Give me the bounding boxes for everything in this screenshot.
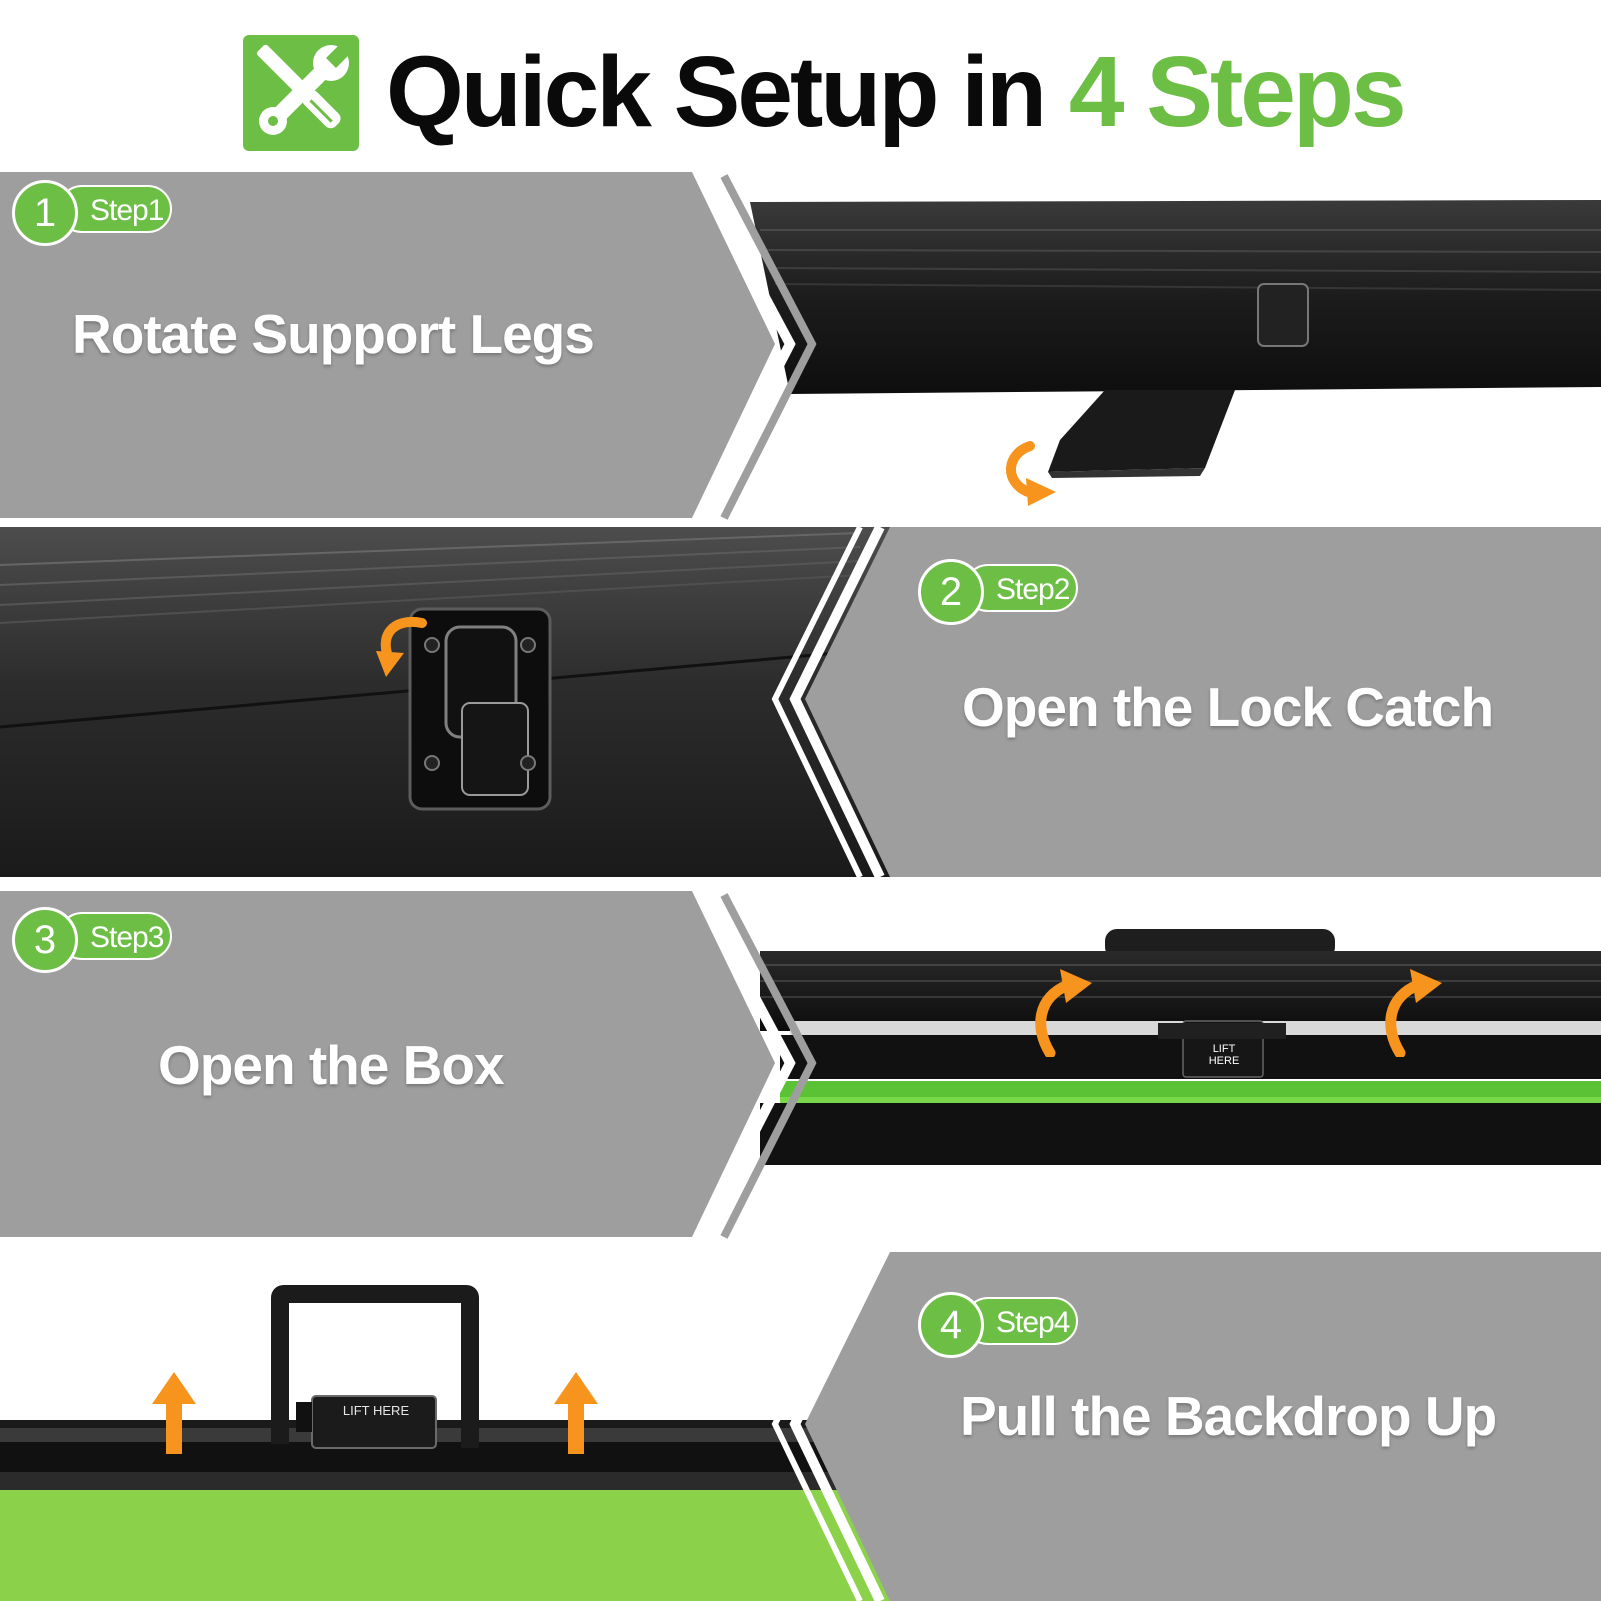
lift-arrow-icon bbox=[1385, 969, 1442, 1057]
step-number: 1 bbox=[12, 180, 78, 246]
title-prefix: Quick Setup in bbox=[386, 36, 1069, 148]
tools-icon bbox=[243, 35, 359, 151]
up-arrow-icon bbox=[152, 1372, 196, 1454]
step-label: Step3 bbox=[90, 921, 164, 954]
step-label: Step2 bbox=[996, 573, 1070, 606]
step-number: 4 bbox=[918, 1292, 984, 1358]
step-2-panel: Step2 2 Open the Lock Catch bbox=[0, 527, 1601, 877]
lift-here-tag: LIFT HERE bbox=[1208, 1043, 1240, 1067]
rotate-arrow-icon bbox=[1006, 441, 1056, 506]
step-4-panel: LIFT HERE Step4 4 Pull the Backdrop Up bbox=[0, 1252, 1601, 1601]
step-1-title: Rotate Support Legs bbox=[72, 303, 595, 365]
step-3-title: Open the Box bbox=[158, 1034, 505, 1096]
step-label-pill: Step3 bbox=[58, 912, 172, 960]
step-number: 2 bbox=[918, 559, 984, 625]
step-4-title: Pull the Backdrop Up bbox=[960, 1385, 1497, 1447]
step-1-panel: Step1 1 Rotate Support Legs bbox=[0, 172, 1601, 522]
step-label-pill: Step2 bbox=[964, 564, 1078, 612]
step-number: 3 bbox=[12, 907, 78, 973]
lift-here-tag: LIFT HERE bbox=[342, 1403, 410, 1418]
title-accent: 4 Steps bbox=[1068, 36, 1407, 148]
step-label-pill: Step1 bbox=[58, 185, 172, 233]
up-arrow-icon bbox=[554, 1372, 598, 1454]
step-2-title: Open the Lock Catch bbox=[962, 676, 1494, 738]
step-label: Step1 bbox=[90, 194, 164, 227]
page-header: Quick Setup in 4 Steps bbox=[0, 0, 1601, 170]
page-title: Quick Setup in 4 Steps bbox=[386, 36, 1407, 148]
rotate-arrow-icon bbox=[376, 616, 427, 677]
step-label: Step4 bbox=[996, 1306, 1070, 1339]
step-3-panel: LIFT HERE Step3 3 Open the Box bbox=[0, 891, 1601, 1241]
lift-arrow-icon bbox=[1035, 969, 1092, 1057]
